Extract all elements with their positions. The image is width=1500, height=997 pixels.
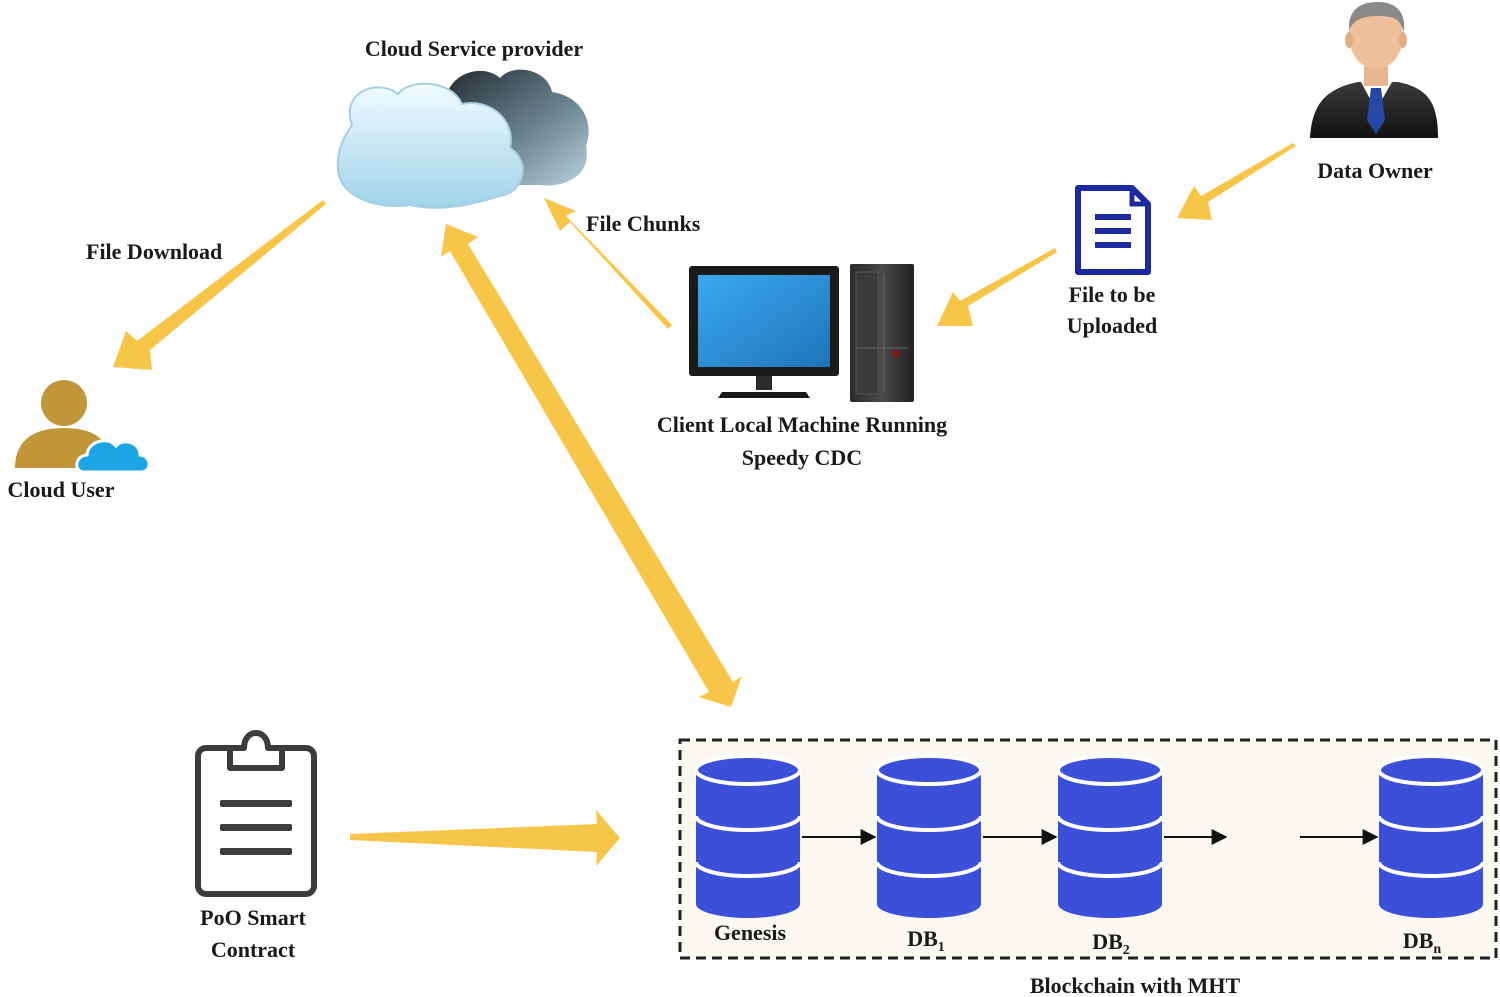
database-icon-db2 xyxy=(1056,754,1164,918)
database-icon-dbn xyxy=(1377,754,1485,918)
blockchain-title: Blockchain with MHT xyxy=(1030,973,1241,997)
businessman-icon xyxy=(1310,2,1438,138)
cloud-icon xyxy=(336,69,589,209)
arrow-file-to-client xyxy=(937,248,1057,326)
smart-contract-label-line2: Contract xyxy=(211,937,296,962)
file-download-label: File Download xyxy=(86,239,222,264)
cloud-user-label: Cloud User xyxy=(8,477,115,502)
file-upload-label-line2: Uploaded xyxy=(1067,313,1157,338)
cloud-provider-label: Cloud Service provider xyxy=(365,36,584,61)
smart-contract-label-line1: PoO Smart xyxy=(200,905,306,930)
file-upload-label-line1: File to be xyxy=(1069,282,1156,307)
clipboard-icon xyxy=(195,730,317,897)
document-icon xyxy=(1075,185,1151,275)
block-label-genesis: Genesis xyxy=(714,920,787,945)
arrow-cloud-blockchain-bidirectional xyxy=(441,224,742,707)
client-machine-label-line2: Speedy CDC xyxy=(742,445,862,470)
arrow-contract-to-blockchain xyxy=(350,810,620,866)
data-owner-label: Data Owner xyxy=(1317,158,1433,183)
arrow-owner-to-file xyxy=(1177,143,1296,220)
computer-icon xyxy=(689,264,914,402)
database-icon-db1 xyxy=(875,754,983,918)
block-label-dbn: DBn xyxy=(1403,928,1442,957)
block-label-db1: DB1 xyxy=(907,926,945,955)
arrow-file-download xyxy=(113,200,326,370)
database-icon-genesis xyxy=(694,754,802,918)
client-machine-label-line1: Client Local Machine Running xyxy=(657,412,947,437)
arrow-client-to-cloud xyxy=(544,198,672,329)
file-chunks-label: File Chunks xyxy=(586,211,701,236)
cloud-user-icon xyxy=(15,380,151,474)
block-label-db2: DB2 xyxy=(1092,929,1130,958)
